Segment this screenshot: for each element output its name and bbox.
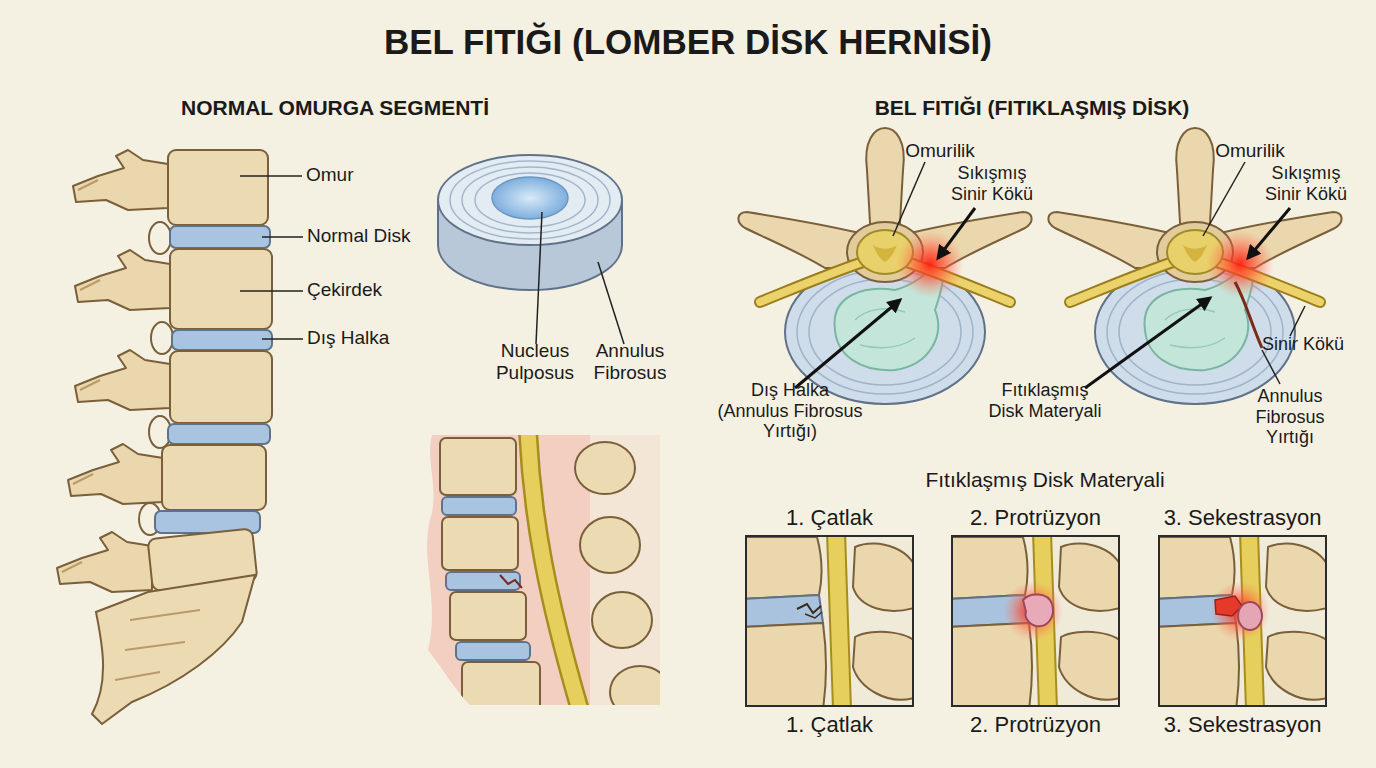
- annulus-tear: [1235, 282, 1262, 348]
- part-label: Sinir Kökü: [1262, 334, 1372, 355]
- part-label: Annulus Fibrosus: [585, 340, 675, 384]
- vertebra-body: [170, 351, 272, 423]
- stage-heading: 1. Çatlak: [738, 500, 921, 535]
- inflammation-glow: [1210, 581, 1270, 641]
- posterior-element: [73, 150, 168, 210]
- panel-frame: [1158, 535, 1327, 707]
- stage-panel: 1. Çatlak 1. Çatlak: [738, 500, 921, 742]
- disc: [172, 330, 272, 350]
- part-label: Omurilik: [895, 140, 985, 162]
- posterior-element: [75, 350, 170, 410]
- part-label: Normal Disk: [307, 225, 447, 247]
- leader-line: [262, 338, 303, 340]
- stage-art: [948, 532, 1123, 709]
- part-label: Fıtıklaşmış Disk Materyali: [845, 468, 1245, 492]
- disc-top: [438, 155, 622, 245]
- stage-caption: 1. Çatlak: [738, 707, 921, 742]
- spinal-cord-outline: [528, 430, 580, 710]
- leader-line: [1262, 350, 1280, 384]
- posterior-element: [592, 592, 652, 648]
- foramen: [149, 222, 171, 254]
- posterior-element: [75, 250, 170, 310]
- leader-line: [1290, 306, 1305, 336]
- leader-line: [1203, 162, 1245, 236]
- annulus-ring: [475, 173, 585, 227]
- vertebra-body: [442, 517, 518, 570]
- inflammation-glow: [1003, 581, 1063, 641]
- pointer-arrow: [938, 208, 975, 258]
- posterior-element: [610, 666, 670, 718]
- vertebra-body: [162, 445, 266, 510]
- leader-line: [893, 162, 925, 236]
- part-label: Nucleus Pulposus: [490, 340, 580, 384]
- sagittal-view: [420, 430, 670, 718]
- leader-line: [240, 175, 302, 177]
- sacrum-ridge: [115, 610, 200, 680]
- part-label: Sıkışmış Sinir Kökü: [942, 163, 1042, 204]
- part-label: Sıkışmış Sinir Kökü: [1256, 163, 1356, 204]
- disc: [456, 642, 530, 660]
- section-heading: NORMAL OMURGA SEGMENTİ: [150, 96, 520, 120]
- disc: [446, 572, 520, 590]
- leader-line: [240, 290, 303, 292]
- stage-panel: 3. Sekestrasyon 3. Sekestrasyon: [1151, 500, 1334, 742]
- leader-line: [598, 262, 624, 344]
- disc: [168, 424, 270, 444]
- pointer-arrow: [1085, 298, 1210, 388]
- part-label: Çekirdek: [307, 279, 447, 301]
- foramen: [151, 322, 173, 354]
- panel-frame: [951, 535, 1120, 707]
- stage-panel: 2. Protrüzyon 2. Protrüzyon: [944, 500, 1127, 742]
- posterior-element: [575, 442, 635, 494]
- sacrum: [92, 575, 255, 724]
- lumbar-spine: [57, 150, 303, 724]
- disc: [442, 497, 516, 515]
- sequestered-fragment: [1238, 602, 1262, 630]
- posterior-element: [580, 517, 640, 573]
- stage-art: [1155, 532, 1330, 709]
- annulus-ring: [450, 161, 610, 239]
- stage-art: [742, 532, 917, 709]
- diagram-title: BEL FITIĞI (LOMBER DİSK HERNİSİ): [0, 22, 1376, 62]
- leader-line: [536, 212, 542, 344]
- posterior-element: [57, 532, 152, 592]
- disc-crack: [805, 612, 822, 618]
- part-label: Annulus Fibrosus Yırtığı: [1240, 386, 1340, 448]
- vertebra-body: [168, 150, 268, 225]
- section-heading: BEL FITIĞI (FITIKLAŞMIŞ DİSK): [832, 96, 1232, 120]
- stage-heading: 3. Sekestrasyon: [1151, 500, 1334, 535]
- part-label: Omur: [306, 164, 426, 186]
- annulus-ring: [462, 167, 598, 233]
- part-label: Omurilik: [1205, 140, 1295, 162]
- spinal-cord: [528, 430, 580, 710]
- nucleus: [492, 177, 568, 219]
- disc-crack: [797, 604, 821, 613]
- vertebra-body: [170, 249, 272, 329]
- disc: [170, 226, 270, 248]
- posterior-element: [68, 444, 163, 504]
- disc-3d: [438, 155, 624, 344]
- pointer-arrow: [1248, 208, 1290, 258]
- vertebra-body: [440, 438, 516, 495]
- disc-crack: [500, 575, 522, 588]
- stage-heading: 2. Protrüzyon: [944, 500, 1127, 535]
- stage-caption: 3. Sekestrasyon: [1151, 707, 1334, 742]
- vertebra-body: [462, 662, 540, 712]
- part-label: Dış Halka: [307, 327, 447, 349]
- part-label: Fıtıklaşmış Disk Materyali: [985, 380, 1105, 421]
- pointer-arrow: [795, 300, 900, 388]
- part-label: Dış Halka (Annulus Fibrosus Yırtığı): [716, 380, 864, 442]
- disc-bulge: [1023, 594, 1053, 626]
- panel-frame: [745, 535, 914, 707]
- vertebra-body: [450, 592, 526, 640]
- leader-line: [262, 236, 303, 238]
- stage-caption: 2. Protrüzyon: [944, 707, 1127, 742]
